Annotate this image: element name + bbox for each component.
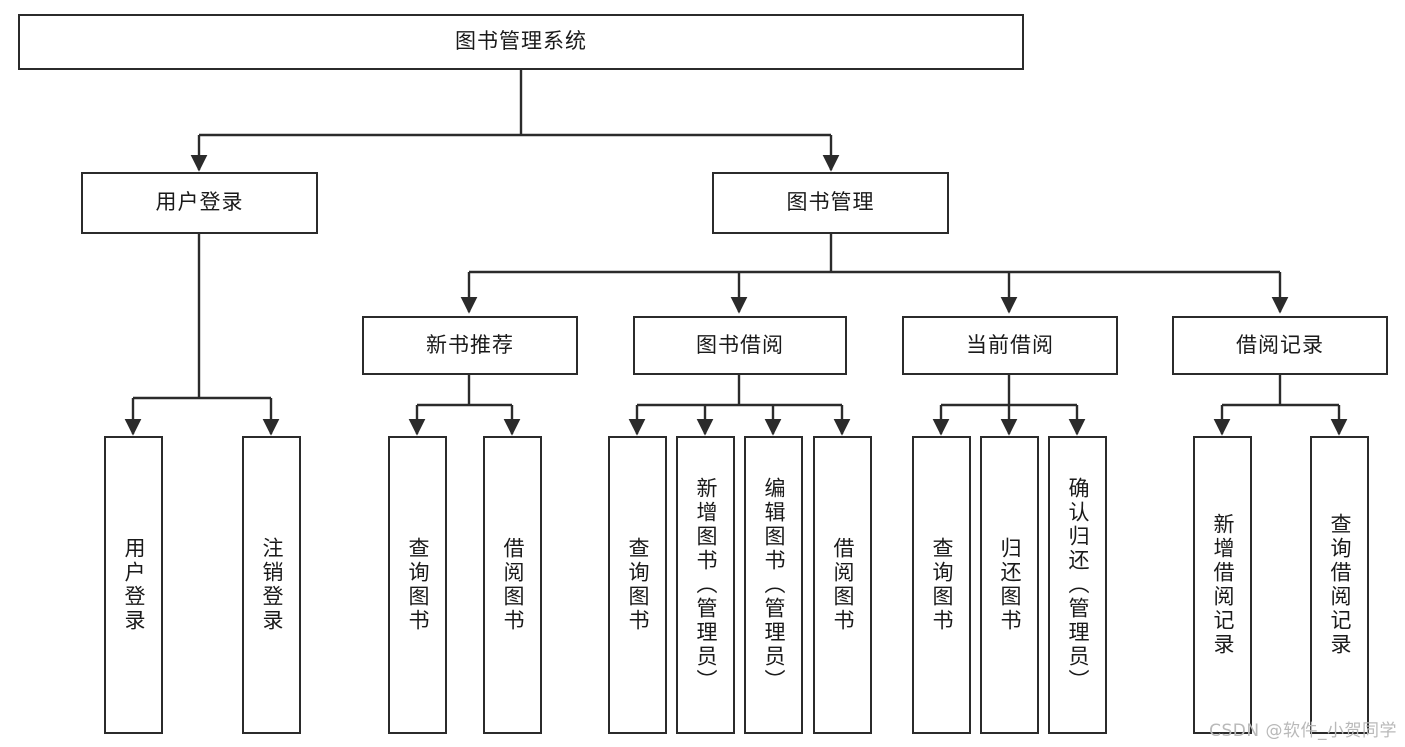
csdn-watermark: CSDN @软件_小贺同学 (1209, 721, 1397, 741)
node-book-management[interactable]: 图书管理 (712, 172, 949, 234)
node-book-borrowing[interactable]: 图书借阅 (633, 316, 847, 375)
leaf-new-book-query-book[interactable]: 查询图书 (388, 436, 447, 734)
node-label: 借阅记录 (1236, 332, 1324, 357)
node-label: 新书推荐 (426, 332, 514, 357)
node-label: 借阅图书 (501, 537, 526, 633)
node-label: 图书管理系统 (455, 29, 587, 54)
leaf-book-borrow-add-book-admin[interactable]: 新增图书（管理员） (676, 436, 735, 734)
node-label: 借阅图书 (831, 537, 856, 633)
node-label: 图书借阅 (696, 332, 784, 357)
leaf-user-login-login[interactable]: 用户登录 (104, 436, 163, 734)
node-label: 新增借阅记录 (1211, 513, 1236, 657)
node-root-book-management-system[interactable]: 图书管理系统 (18, 14, 1024, 70)
node-user-login[interactable]: 用户登录 (81, 172, 318, 234)
node-label: 编辑图书（管理员） (762, 477, 787, 693)
leaf-current-borrow-confirm-return-admin[interactable]: 确认归还（管理员） (1048, 436, 1107, 734)
node-label: 归还图书 (998, 537, 1023, 633)
node-borrowing-record[interactable]: 借阅记录 (1172, 316, 1388, 375)
leaf-current-borrow-query-book[interactable]: 查询图书 (912, 436, 971, 734)
node-label: 查询图书 (626, 537, 651, 633)
leaf-borrow-record-add-record[interactable]: 新增借阅记录 (1193, 436, 1252, 734)
node-label: 当前借阅 (966, 332, 1054, 357)
node-label: 用户登录 (155, 190, 244, 215)
node-label: 图书管理 (786, 190, 875, 215)
node-label: 查询图书 (930, 537, 955, 633)
leaf-user-login-logout[interactable]: 注销登录 (242, 436, 301, 734)
node-label: 新增图书（管理员） (694, 477, 719, 693)
leaf-current-borrow-return-book[interactable]: 归还图书 (980, 436, 1039, 734)
node-label: 查询图书 (406, 537, 431, 633)
node-label: 注销登录 (260, 537, 285, 633)
leaf-borrow-record-query-record[interactable]: 查询借阅记录 (1310, 436, 1369, 734)
node-label: 确认归还（管理员） (1066, 477, 1091, 693)
leaf-book-borrow-edit-book-admin[interactable]: 编辑图书（管理员） (744, 436, 803, 734)
node-current-borrowing[interactable]: 当前借阅 (902, 316, 1118, 375)
leaf-book-borrow-query-book[interactable]: 查询图书 (608, 436, 667, 734)
node-label: 查询借阅记录 (1328, 513, 1353, 657)
node-label: 用户登录 (122, 537, 147, 633)
node-new-book-recommendation[interactable]: 新书推荐 (362, 316, 578, 375)
leaf-book-borrow-borrow-book[interactable]: 借阅图书 (813, 436, 872, 734)
leaf-new-book-borrow-book[interactable]: 借阅图书 (483, 436, 542, 734)
